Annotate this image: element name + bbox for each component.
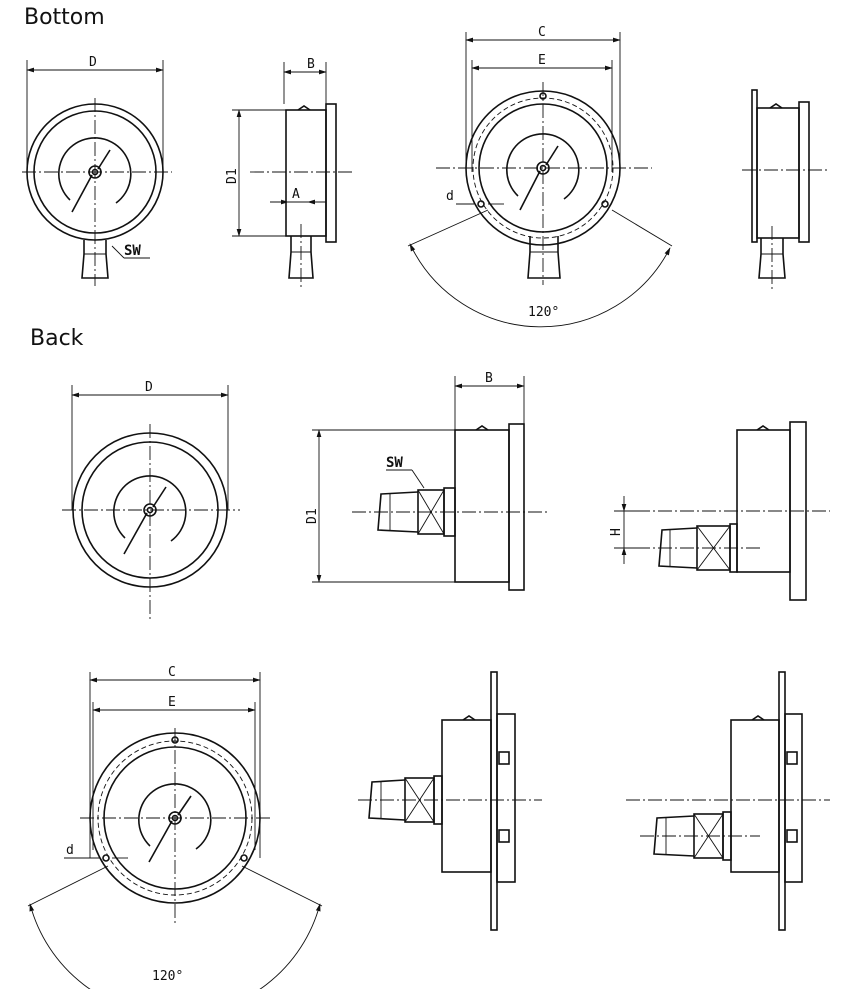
section-title-bottom: Bottom — [24, 5, 105, 30]
label-SW-back: SW — [386, 455, 403, 471]
label-B-bottom-side: B — [307, 57, 315, 72]
back-flange-view: C E d 120° — [27, 665, 323, 989]
label-D-bottom-front: D — [89, 55, 97, 70]
bottom-side-view: B D1 A — [225, 57, 355, 290]
bottom-front-view: D SW — [22, 55, 172, 286]
label-E-bottom-flange: E — [538, 53, 546, 68]
bottom-flange-view: C E d 120° — [407, 25, 673, 328]
back-flange-side-view-1 — [358, 671, 542, 931]
label-SW-bottom: SW — [124, 243, 141, 259]
label-C-back-flange: C — [168, 665, 176, 680]
label-E-back-flange: E — [168, 695, 176, 710]
label-D-back-front: D — [145, 380, 153, 395]
section-title-back: Back — [30, 326, 84, 351]
back-side-view: B D1 SW — [305, 371, 550, 591]
back-flange-side-view-2 — [626, 671, 830, 931]
back-front-view: D — [62, 380, 240, 620]
label-C-bottom-flange: C — [538, 25, 546, 40]
label-d-back-flange: d — [66, 843, 74, 858]
label-H-back-side: H — [609, 528, 624, 536]
label-A-bottom-side: A — [292, 187, 300, 202]
label-D1-back-side: D1 — [305, 508, 320, 524]
label-B-back-side: B — [485, 371, 493, 386]
label-D1-bottom-side: D1 — [225, 168, 240, 184]
back-side-view-h: H — [609, 421, 830, 601]
label-angle-back: 120° — [152, 969, 183, 984]
bottom-flange-side-view — [742, 89, 830, 290]
label-angle-bottom: 120° — [528, 305, 559, 320]
label-d-bottom-flange: d — [446, 189, 454, 204]
